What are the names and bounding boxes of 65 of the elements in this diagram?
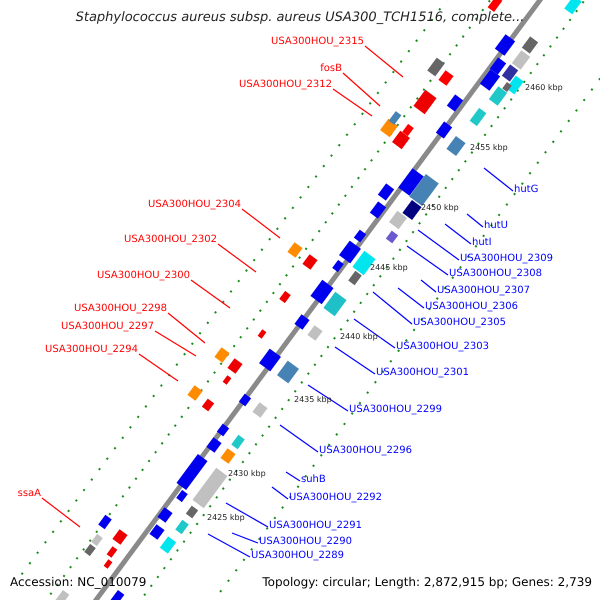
gene-label: USA300HOU_2294 (45, 345, 138, 355)
gene-label: hutG (514, 185, 538, 195)
gene-label: fosB (320, 64, 342, 74)
gene-label: USA300HOU_2305 (413, 318, 506, 328)
leader-line (420, 280, 436, 292)
leader-line (354, 318, 396, 348)
scale-label: 2445 kbp (370, 264, 408, 272)
leader-line (444, 224, 472, 244)
leader-line (154, 330, 196, 357)
gene-label: USA300HOU_2306 (425, 302, 518, 312)
leader-line (280, 424, 318, 452)
gene-label: USA300HOU_2307 (437, 286, 530, 296)
gene-label: USA300HOU_2299 (349, 405, 442, 415)
scale-label: 2425 kbp (207, 514, 245, 522)
gene-label: USA300HOU_2290 (259, 537, 352, 547)
leader-line (138, 354, 178, 382)
scale-label: 2440 kbp (340, 333, 378, 341)
scale-label: 2435 kbp (294, 396, 332, 404)
gene-label: USA300HOU_2315 (271, 37, 364, 47)
leader-line (232, 532, 258, 544)
gene-label: USA300HOU_2312 (239, 80, 332, 90)
leader-line (218, 244, 256, 272)
scale-label: 2455 kbp (470, 144, 508, 152)
leader-line (42, 498, 80, 528)
gene-label: ssaA (18, 489, 41, 499)
gene-label: USA300HOU_2291 (269, 521, 362, 531)
leader-line (190, 280, 230, 308)
gene-label: USA300HOU_2309 (460, 254, 553, 264)
leader-line (334, 346, 376, 374)
gene-label: USA300HOU_2296 (319, 446, 412, 456)
gene-label: USA300HOU_2304 (148, 200, 241, 210)
leader-line (364, 46, 404, 78)
leader-line (226, 502, 268, 528)
gene-label: USA300HOU_2301 (376, 368, 469, 378)
gene-label: hutI (472, 238, 492, 248)
leader-line (272, 486, 288, 500)
gene-label: USA300HOU_2300 (97, 271, 190, 281)
gene-label: USA300HOU_2292 (289, 493, 382, 503)
gene-label: USA300HOU_2302 (124, 235, 217, 245)
leader-line (208, 533, 250, 558)
leader-line (484, 168, 514, 192)
gene-label: USA300HOU_2297 (61, 322, 154, 332)
leader-line (308, 384, 348, 412)
leader-line (466, 214, 484, 228)
scale-label: 2460 kbp (525, 84, 563, 92)
gene-label: suhB (301, 475, 326, 485)
leader-line (398, 288, 424, 308)
scale-label: 2430 kbp (228, 470, 266, 478)
leader-line (242, 208, 280, 238)
gene-label: USA300HOU_2289 (251, 551, 344, 561)
leader-line (406, 246, 448, 276)
gene-label: USA300HOU_2308 (449, 269, 542, 279)
map-title: Staphylococcus aureus subsp. aureus USA300_TCH1516, complete... (74, 11, 526, 24)
gene-label: USA300HOU_2298 (74, 304, 167, 314)
leader-line (332, 88, 372, 116)
leader-line (342, 72, 380, 106)
leader-line (286, 472, 300, 482)
scale-label: 2450 kbp (421, 204, 459, 212)
leader-line (418, 230, 460, 260)
footer-text: Accession: NC_010079 (10, 576, 146, 588)
footer-text: Topology: circular; Length: 2,872,915 bp; Genes: 2,739 (262, 576, 592, 588)
leader-line (168, 312, 206, 344)
gene-label: USA300HOU_2303 (396, 342, 489, 352)
leader-line (372, 292, 412, 324)
gene-label: hutU (484, 221, 508, 231)
